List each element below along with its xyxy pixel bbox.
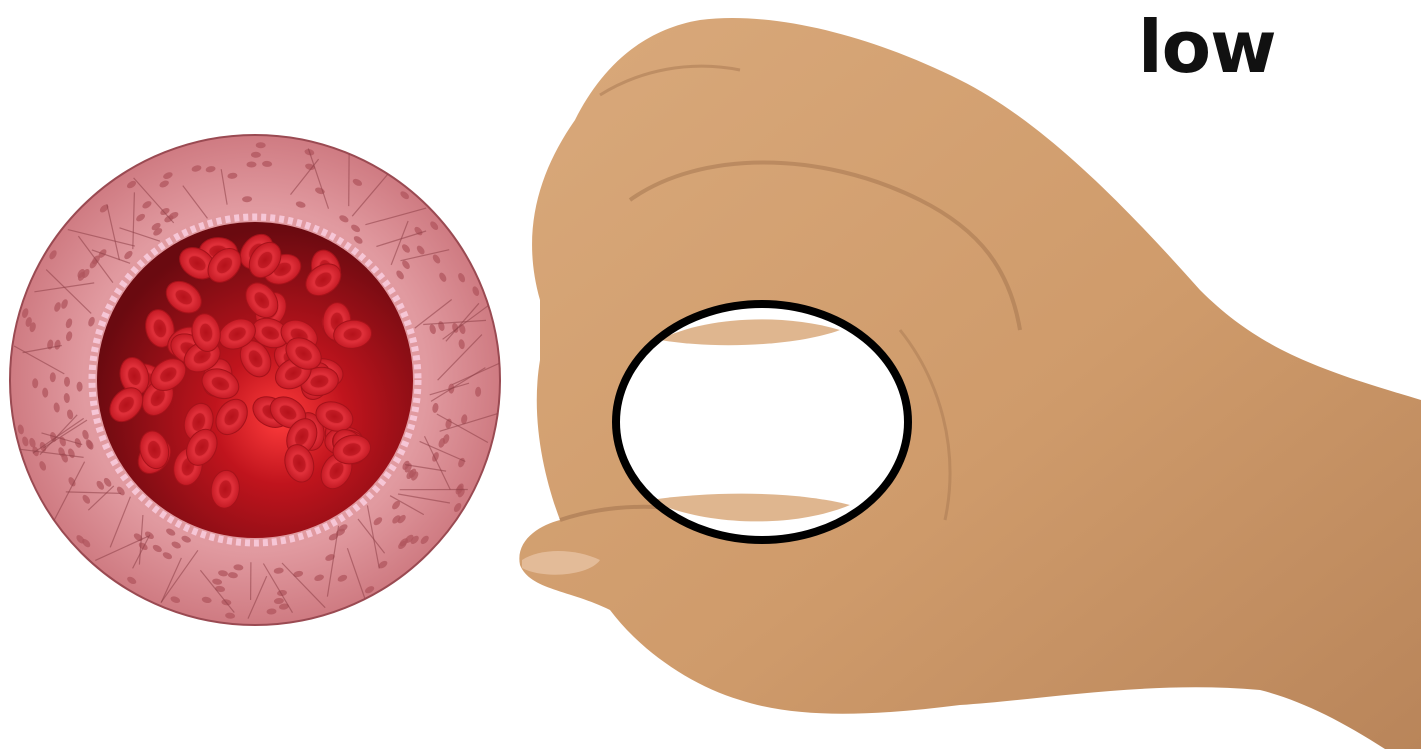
wall-fiber bbox=[349, 143, 350, 206]
low-label: low bbox=[1138, 2, 1276, 92]
pinching-hand-icon bbox=[519, 18, 1421, 749]
blood-vessel-cross-section-icon bbox=[10, 135, 510, 625]
wall-cell-nucleus bbox=[251, 152, 261, 158]
